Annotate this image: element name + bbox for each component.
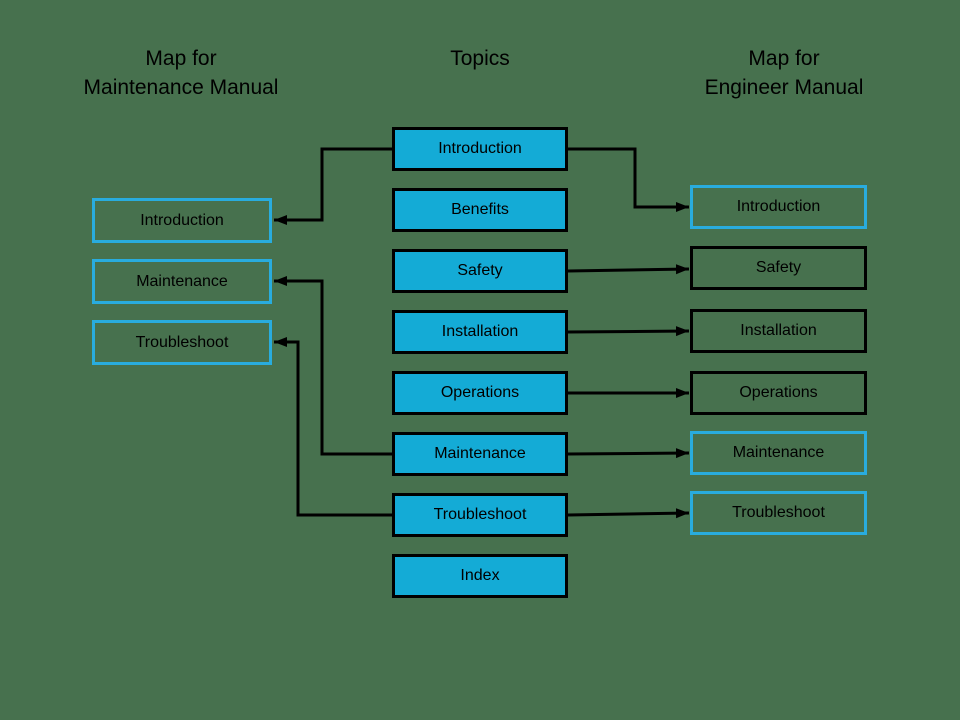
- engineer-map-title-line1: Map for: [748, 47, 820, 70]
- topic-box-installation-label: Installation: [441, 323, 519, 340]
- arrow-troubleshoot-to-maintenance-manual: [274, 337, 392, 517]
- topic-box-index: Index: [392, 554, 568, 598]
- engineer-map-box-troubleshoot-label: Troubleshoot: [732, 504, 825, 521]
- topic-box-operations-label: Operations: [440, 384, 520, 401]
- engineer-map-box-safety-label: Safety: [755, 259, 802, 276]
- arrow-troubleshoot-to-engineer-manual: [567, 508, 690, 519]
- arrow-introduction-to-maintenance-manual: [274, 147, 392, 225]
- arrow-safety-to-engineer-manual: [567, 264, 690, 275]
- engineer-map-title-line2: Engineer Manual: [704, 76, 864, 99]
- topic-box-benefits: Benefits: [392, 188, 568, 232]
- arrow-introduction-to-engineer-manual: [568, 147, 689, 212]
- engineer-map-box-operations-label: Operations: [739, 384, 818, 401]
- arrow-maintenance-to-engineer-manual: [567, 448, 690, 459]
- engineer-map-box-troubleshoot: Troubleshoot: [690, 491, 867, 535]
- maintenance-map-box-maintenance-label: Maintenance: [136, 272, 228, 290]
- topic-box-benefits-label: Benefits: [451, 201, 509, 218]
- engineer-map-box-introduction-label: Introduction: [736, 198, 821, 215]
- topic-box-safety: Safety: [392, 249, 568, 293]
- engineer-map-box-installation-label: Installation: [740, 322, 817, 339]
- maintenance-map-box-troubleshoot-label: Troubleshoot: [135, 333, 229, 351]
- engineer-map-box-safety: Safety: [690, 246, 867, 290]
- arrow-installation-to-engineer-manual: [567, 326, 690, 337]
- topic-box-safety-label: Safety: [457, 262, 503, 279]
- maintenance-map-title-line1: Map for: [145, 47, 217, 70]
- topics-title-line1: Topics: [450, 47, 510, 70]
- maintenance-map-box-introduction: Introduction: [92, 198, 272, 243]
- maintenance-map-box-introduction-label: Introduction: [140, 211, 224, 229]
- topic-box-introduction: Introduction: [392, 127, 568, 171]
- engineer-map-box-maintenance: Maintenance: [690, 431, 867, 475]
- engineer-map-box-operations: Operations: [690, 371, 867, 415]
- maintenance-map-box-troubleshoot: Troubleshoot: [92, 320, 272, 365]
- maintenance-map-title-line2: Maintenance Manual: [83, 76, 279, 99]
- topics-title: Topics: [380, 44, 580, 73]
- engineer-map-title: Map for Engineer Manual: [634, 44, 934, 102]
- topic-box-operations: Operations: [392, 371, 568, 415]
- maintenance-map-box-maintenance: Maintenance: [92, 259, 272, 304]
- topic-box-index-label: Index: [460, 567, 500, 584]
- maintenance-map-title: Map for Maintenance Manual: [31, 44, 331, 102]
- topic-box-installation: Installation: [392, 310, 568, 354]
- topic-box-maintenance-label: Maintenance: [434, 445, 526, 462]
- engineer-map-box-introduction: Introduction: [690, 185, 867, 229]
- arrow-maintenance-to-maintenance-manual: [274, 276, 392, 456]
- topic-box-maintenance: Maintenance: [392, 432, 568, 476]
- engineer-map-box-maintenance-label: Maintenance: [732, 444, 825, 461]
- topic-box-introduction-label: Introduction: [438, 140, 522, 157]
- topic-box-troubleshoot: Troubleshoot: [392, 493, 568, 537]
- topic-box-troubleshoot-label: Troubleshoot: [433, 506, 527, 523]
- engineer-map-box-installation: Installation: [690, 309, 867, 353]
